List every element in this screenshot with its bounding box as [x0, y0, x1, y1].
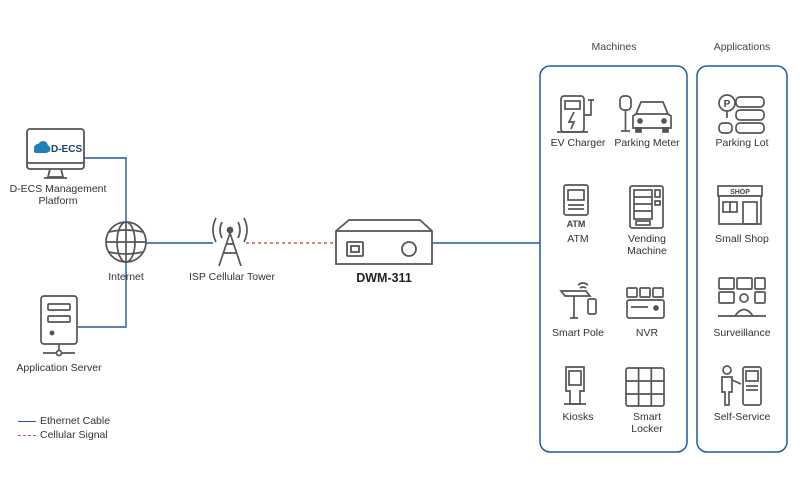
monitor-icon	[26, 128, 85, 179]
legend-ethernet-swatch	[18, 420, 36, 422]
vending-machine-label-line2: Machine	[627, 245, 667, 257]
applications-title: Applications	[713, 41, 771, 53]
self-service-icon	[721, 365, 762, 406]
legend-cellular-swatch	[18, 434, 36, 436]
parking-lot-icon	[718, 94, 765, 134]
smart-locker-label-line1: Smart	[632, 411, 661, 423]
server-icon	[40, 295, 78, 357]
machines-box	[539, 65, 688, 453]
vending-machine-icon	[629, 185, 664, 229]
nvr-icon	[626, 287, 665, 319]
legend-ethernet-label: Ethernet Cable	[40, 415, 111, 427]
parking-meter-label: Parking Meter	[614, 137, 680, 149]
smart-locker-label-line2: Locker	[631, 423, 663, 435]
dcs-label-line2: Platform	[38, 195, 78, 207]
kiosks-label: Kiosks	[562, 411, 594, 423]
ethernet-line-dcs-internet	[83, 157, 127, 222]
dcs-screen-text: D-ECS	[51, 144, 82, 155]
small-shop-icon	[717, 185, 763, 225]
legend-cellular: Cellular Signal	[18, 429, 108, 441]
legend-ethernet: Ethernet Cable	[18, 415, 110, 427]
connections	[78, 157, 540, 328]
parking-meter-icon	[619, 95, 672, 133]
ev-charger-icon	[557, 95, 594, 133]
cell-tower-icon	[212, 217, 248, 267]
atm-icon-text: ATM	[567, 219, 586, 229]
cloud-logo-icon	[34, 141, 51, 153]
applications-box	[696, 65, 788, 453]
smart-locker-icon	[625, 367, 665, 407]
ev-charger-label: EV Charger	[550, 137, 606, 149]
machines-title: Machines	[591, 41, 637, 53]
smart-pole-label: Smart Pole	[552, 327, 604, 339]
surveillance-label: Surveillance	[713, 327, 771, 339]
legend-cellular-label: Cellular Signal	[40, 429, 108, 441]
internet-label: Internet	[108, 271, 144, 283]
device-label: DWM-311	[356, 271, 412, 285]
parking-lot-icon-text: P	[724, 99, 731, 110]
small-shop-label: Small Shop	[715, 233, 769, 245]
ethernet-line-server-internet	[78, 262, 127, 328]
self-service-label: Self-Service	[713, 411, 771, 423]
app-server-label: Application Server	[16, 362, 102, 374]
atm-label: ATM	[567, 233, 589, 245]
vending-machine-label-line1: Vending	[628, 233, 666, 245]
small-shop-icon-text: SHOP	[730, 189, 750, 196]
globe-icon	[105, 221, 147, 263]
dcs-label-line1: D-ECS Management	[9, 183, 107, 195]
nvr-label: NVR	[635, 327, 659, 339]
atm-icon	[563, 184, 589, 216]
kiosk-icon	[564, 366, 586, 405]
dwm-311-device-icon	[335, 219, 433, 265]
smart-pole-icon	[559, 282, 597, 319]
parking-lot-label: Parking Lot	[715, 137, 769, 149]
surveillance-icon	[718, 277, 766, 317]
tower-label: ISP Cellular Tower	[189, 271, 275, 283]
